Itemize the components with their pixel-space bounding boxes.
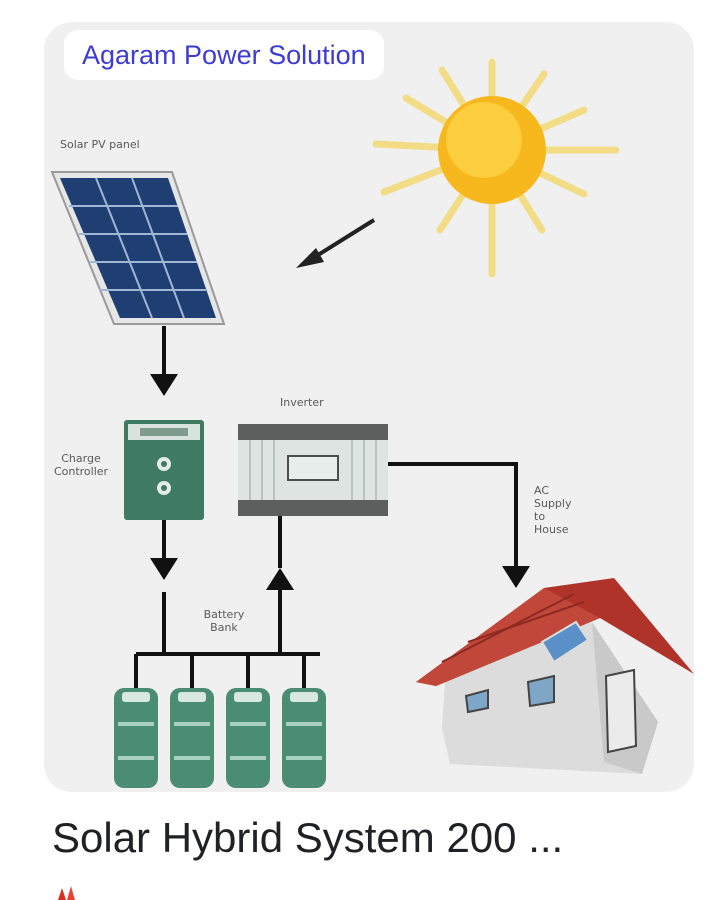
- solar-panel-icon: [50, 171, 226, 325]
- result-thumbnail[interactable]: Agaram Power Solution Solar PV panel Cha…: [44, 22, 694, 792]
- battery-icon: [282, 688, 326, 788]
- inverter-label: Inverter: [280, 396, 324, 409]
- battery-bank: [114, 688, 326, 788]
- wiring: [134, 326, 518, 688]
- favicon-icon: [58, 886, 75, 900]
- solar-diagram: [50, 58, 694, 788]
- battery-bank-label: Battery Bank: [203, 608, 245, 634]
- charge-controller-icon: [124, 420, 204, 520]
- charge-controller-label: Charge Controller: [53, 452, 109, 478]
- flow-arrows: [150, 374, 530, 590]
- ac-supply-label: AC Supply to House: [534, 484, 572, 536]
- inverter-icon: [238, 424, 388, 516]
- battery-icon: [114, 688, 158, 788]
- solar-panel-label: Solar PV panel: [60, 138, 140, 151]
- battery-icon: [170, 688, 214, 788]
- sun-icon: [372, 58, 620, 278]
- house-icon: [416, 578, 694, 774]
- result-title[interactable]: Solar Hybrid System 200 ...: [52, 814, 564, 861]
- sunlight-arrow: [296, 218, 376, 268]
- battery-icon: [226, 688, 270, 788]
- source-label[interactable]: Agaram Power Solution: [64, 30, 384, 80]
